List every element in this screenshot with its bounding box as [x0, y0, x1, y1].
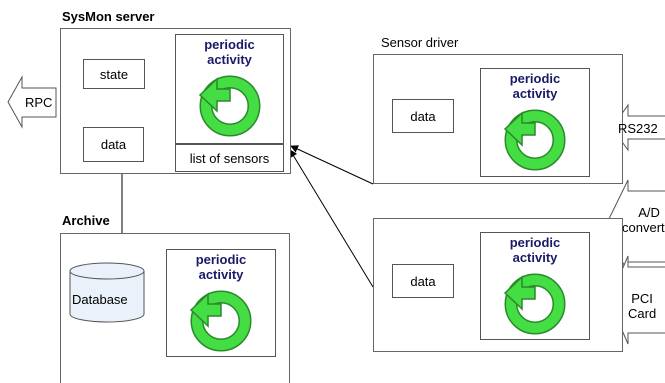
- arrow-driver1-to-server: [290, 145, 374, 185]
- cycle-icon: [198, 75, 260, 137]
- rpc-arrow-shape: [7, 75, 57, 129]
- rpc-label: RPC: [25, 95, 53, 110]
- database-label: Database: [72, 292, 128, 307]
- driver2-data-box: data: [392, 264, 454, 298]
- cycle-icon: [503, 109, 566, 171]
- driver1-data-box: data: [392, 99, 454, 133]
- rs232-label: RS232: [618, 121, 658, 136]
- driver-title: Sensor driver: [381, 35, 459, 50]
- cycle-icon: [189, 290, 252, 352]
- server-state-box: state: [83, 59, 145, 89]
- server-data-box: data: [83, 127, 144, 162]
- archive-title: Archive: [62, 213, 110, 228]
- list-of-sensors-box: list of sensors: [175, 144, 284, 172]
- arrow-driver2-to-server: [289, 149, 374, 288]
- server-title: SysMon server: [62, 9, 155, 24]
- cycle-icon: [503, 273, 566, 335]
- ad-converter-label: A/Dconverter: [622, 205, 665, 235]
- database-icon: [69, 262, 145, 323]
